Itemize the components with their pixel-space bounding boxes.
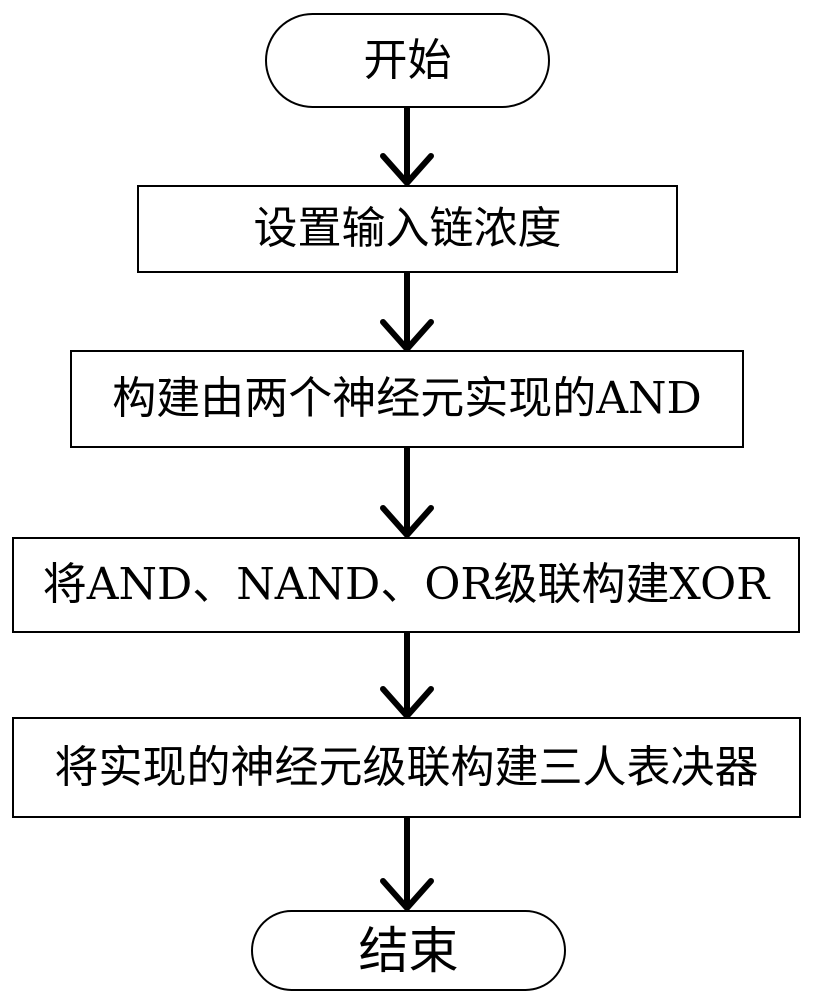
step1-label: 设置输入链浓度 (253, 203, 562, 254)
step2-label: 构建由两个神经元实现的AND (112, 373, 702, 424)
step4-label: 将实现的神经元级联构建三人表决器 (54, 741, 759, 793)
start-terminal: 开始 (265, 13, 550, 108)
set-input-chain-concentration-step: 设置输入链浓度 (137, 185, 678, 273)
arrow-step3-to-step4 (380, 633, 434, 719)
build-voter-step: 将实现的神经元级联构建三人表决器 (12, 717, 801, 818)
step3-label: 将AND、NAND、OR级联构建XOR (42, 559, 770, 610)
start-label: 开始 (363, 34, 452, 86)
end-label: 结束 (358, 921, 459, 980)
arrow-step4-to-end (380, 818, 434, 911)
end-terminal: 结束 (251, 910, 566, 991)
arrow-step2-to-step3 (380, 448, 434, 538)
arrow-step1-to-step2 (380, 273, 434, 352)
build-and-step: 构建由两个神经元实现的AND (70, 350, 744, 448)
cascade-xor-step: 将AND、NAND、OR级联构建XOR (12, 537, 800, 633)
arrow-start-to-step1 (380, 108, 434, 186)
